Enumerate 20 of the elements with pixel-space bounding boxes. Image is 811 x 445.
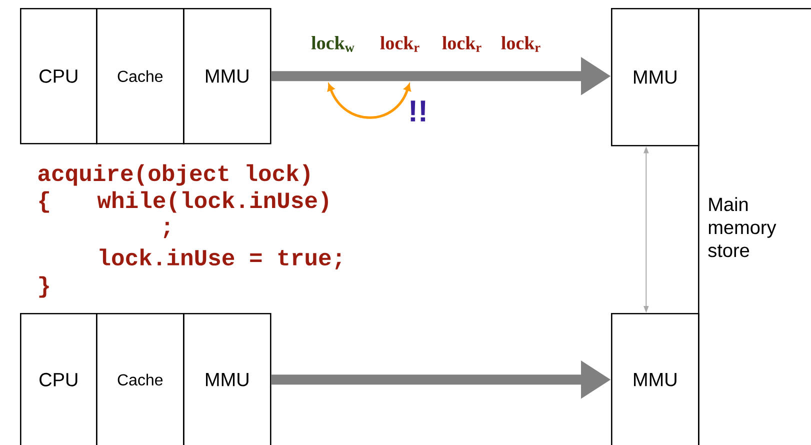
code-line: acquire(object lock) — [38, 164, 310, 186]
unit-box: CPU — [20, 313, 98, 445]
unit-box: Cache — [96, 313, 184, 445]
code-line: } — [39, 276, 49, 298]
unit-box: MMU — [611, 313, 700, 445]
exclamation-marks: !! — [410, 100, 426, 122]
memory-box: Main memory store — [698, 8, 811, 445]
lock-label: lock$_{r}$ — [380, 36, 420, 52]
unit-box: MMU — [183, 313, 272, 445]
code-line: { — [39, 191, 49, 213]
unit-box: MMU — [611, 8, 700, 146]
lock-label: lock$_{r}$ — [442, 36, 482, 52]
lock-label: lock$_{w}$ — [311, 36, 354, 52]
code-line: while(lock.inUse) — [97, 191, 328, 213]
code-line: ; — [164, 222, 170, 238]
lock-label: lock$_{r}$ — [501, 36, 540, 52]
unit-box: Cache — [96, 8, 184, 144]
unit-box: CPU — [20, 8, 98, 144]
unit-box: MMU — [183, 8, 272, 144]
code-line: lock.inUse = true; — [100, 248, 341, 270]
